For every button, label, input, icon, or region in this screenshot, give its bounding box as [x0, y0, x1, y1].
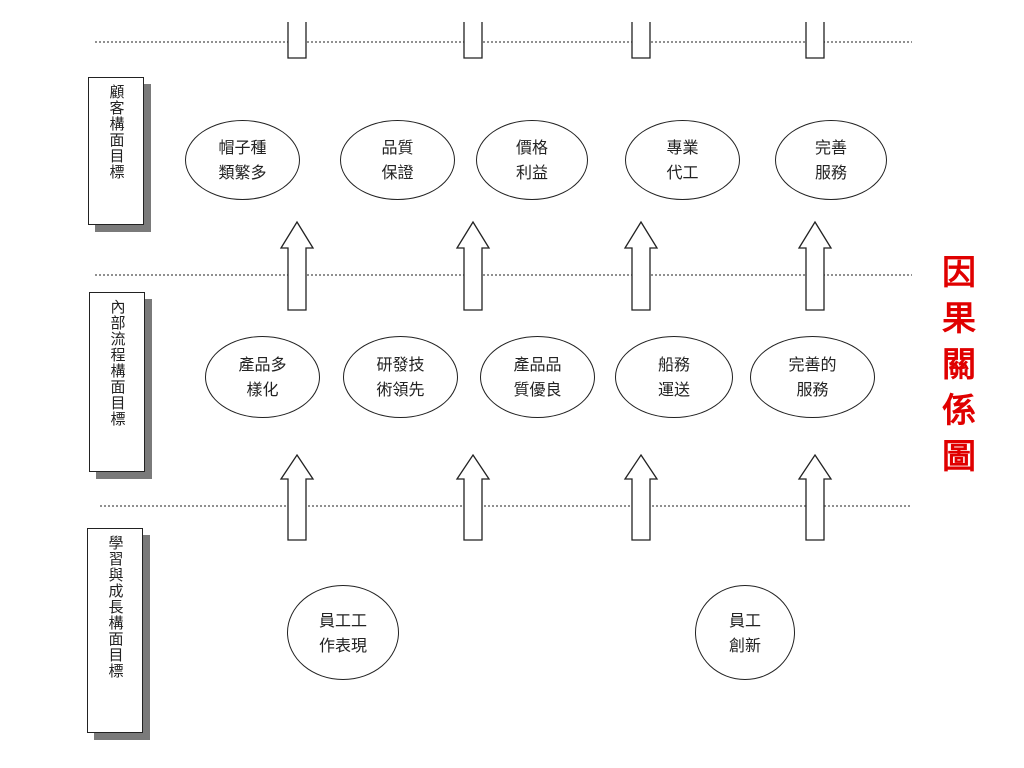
row-label-customer: 顧客構面目標 [88, 77, 144, 225]
title-char: 果 [942, 299, 976, 339]
row-label-customer-text: 顧客構面目標 [107, 84, 126, 180]
arrows-group [279, 22, 833, 541]
node-text-line2: 創新 [728, 635, 761, 655]
node-process-shipping: 船務 運送 [615, 336, 733, 418]
node-text-line2: 質優良 [513, 380, 562, 399]
row-label-process-text: 內部流程構面目標 [108, 299, 127, 427]
node-text-line2: 服務 [814, 163, 847, 182]
title-char: 圖 [942, 437, 976, 477]
arrow-learning-to-process [279, 453, 315, 541]
node-process-rd-leadership: 研發技 術領先 [343, 336, 458, 418]
title-char: 係 [942, 391, 976, 431]
row-label-learning: 學習與成長構面目標 [87, 528, 143, 733]
arrow-learning-to-process [797, 453, 833, 541]
node-text-line2: 服務 [796, 380, 829, 399]
node-customer-service: 完善 服務 [775, 120, 887, 200]
arrow-process-to-customer [279, 220, 315, 311]
node-learning-employee-performance: 員工工 作表現 [287, 585, 399, 680]
node-process-product-diversity: 產品多 樣化 [205, 336, 320, 418]
title-char: 關 [942, 345, 976, 385]
title-char: 因 [942, 253, 976, 293]
node-text-line2: 代工 [666, 163, 699, 182]
node-process-product-quality: 產品品 質優良 [480, 336, 595, 418]
node-text-line1: 研發技 [376, 355, 425, 374]
node-text-line1: 完善 [814, 138, 847, 157]
node-text-line2: 作表現 [318, 635, 367, 655]
node-text-line1: 產品多 [238, 355, 287, 374]
arrow-learning-to-process [455, 453, 491, 541]
arrow-stub-top [805, 22, 825, 59]
row-label-learning-text: 學習與成長構面目標 [106, 535, 125, 679]
node-customer-price-benefit: 價格 利益 [476, 120, 588, 200]
node-text-line2: 利益 [515, 163, 548, 182]
node-text-line1: 產品品 [513, 355, 562, 374]
arrow-process-to-customer [623, 220, 659, 311]
node-text-line1: 船務 [657, 355, 690, 374]
node-text-line1: 帽子種 [218, 138, 267, 157]
node-text-line1: 品質 [381, 138, 414, 157]
row-label-process: 內部流程構面目標 [89, 292, 145, 472]
node-text-line2: 術領先 [376, 380, 425, 399]
node-text-line2: 保證 [381, 163, 414, 182]
node-customer-hat-variety: 帽子種 類繁多 [185, 120, 300, 200]
node-process-service: 完善的 服務 [750, 336, 875, 418]
node-text-line2: 運送 [657, 380, 690, 399]
node-text-line1: 員工 [728, 610, 761, 630]
node-text-line1: 完善的 [788, 355, 837, 374]
diagram-title: 因 果 關 係 圖 [935, 250, 983, 480]
node-text-line1: 員工工 [318, 610, 367, 630]
node-customer-oem: 專業 代工 [625, 120, 740, 200]
arrow-stub-top [463, 22, 483, 59]
arrow-stub-top [631, 22, 651, 59]
node-text-line2: 樣化 [246, 380, 279, 399]
node-customer-quality-assurance: 品質 保證 [340, 120, 455, 200]
node-text-line1: 專業 [666, 138, 699, 157]
arrow-stub-top [287, 22, 307, 59]
arrow-process-to-customer [455, 220, 491, 311]
node-learning-employee-innovation: 員工 創新 [695, 585, 795, 680]
node-text-line1: 價格 [515, 138, 548, 157]
arrow-learning-to-process [623, 453, 659, 541]
node-text-line2: 類繁多 [218, 163, 267, 182]
arrow-process-to-customer [797, 220, 833, 311]
